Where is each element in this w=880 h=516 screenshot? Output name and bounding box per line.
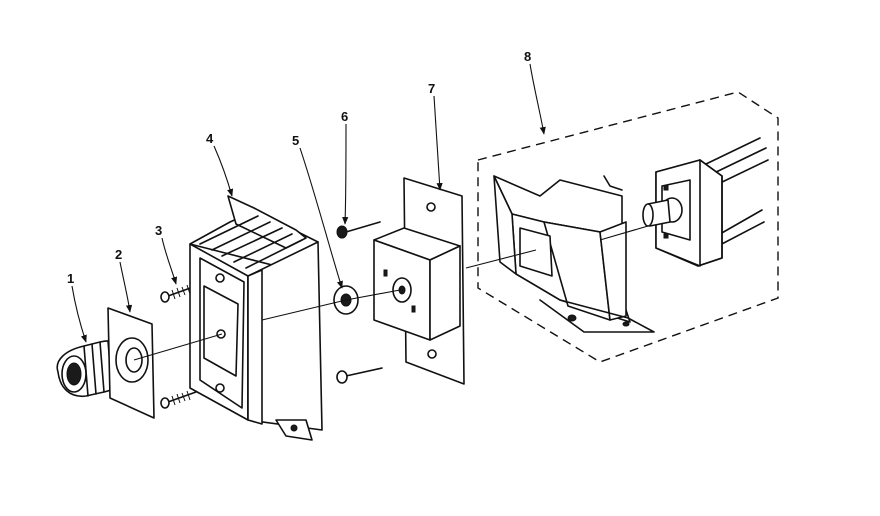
callout-leaders — [71, 63, 546, 343]
part-8-bracket — [493, 175, 655, 333]
centerline-knob-to-plate — [133, 333, 223, 361]
part-6-screw-upper — [336, 221, 381, 239]
centerline-switch-to-bracket — [465, 249, 537, 269]
callout-1: 1 — [67, 271, 74, 286]
assembly-8-dashed-boundary — [477, 91, 779, 363]
callout-7: 7 — [428, 81, 435, 96]
centerline-plate-to-switch — [261, 289, 401, 321]
part-8-rotary-switch — [642, 137, 769, 267]
callout-3: 3 — [155, 223, 162, 238]
part-7-switch-strap — [373, 177, 465, 385]
part-2-dial-plate — [107, 307, 155, 419]
callout-4: 4 — [206, 131, 214, 146]
part-3-screw-lower — [160, 390, 197, 409]
callout-2: 2 — [115, 247, 122, 262]
part-6-screw-lower — [336, 367, 383, 384]
callout-5: 5 — [292, 133, 299, 148]
callout-8: 8 — [524, 49, 531, 64]
centerline-bracket-to-rotary — [599, 225, 649, 241]
part-4-wall-plate — [189, 195, 323, 441]
callout-6: 6 — [341, 109, 348, 124]
